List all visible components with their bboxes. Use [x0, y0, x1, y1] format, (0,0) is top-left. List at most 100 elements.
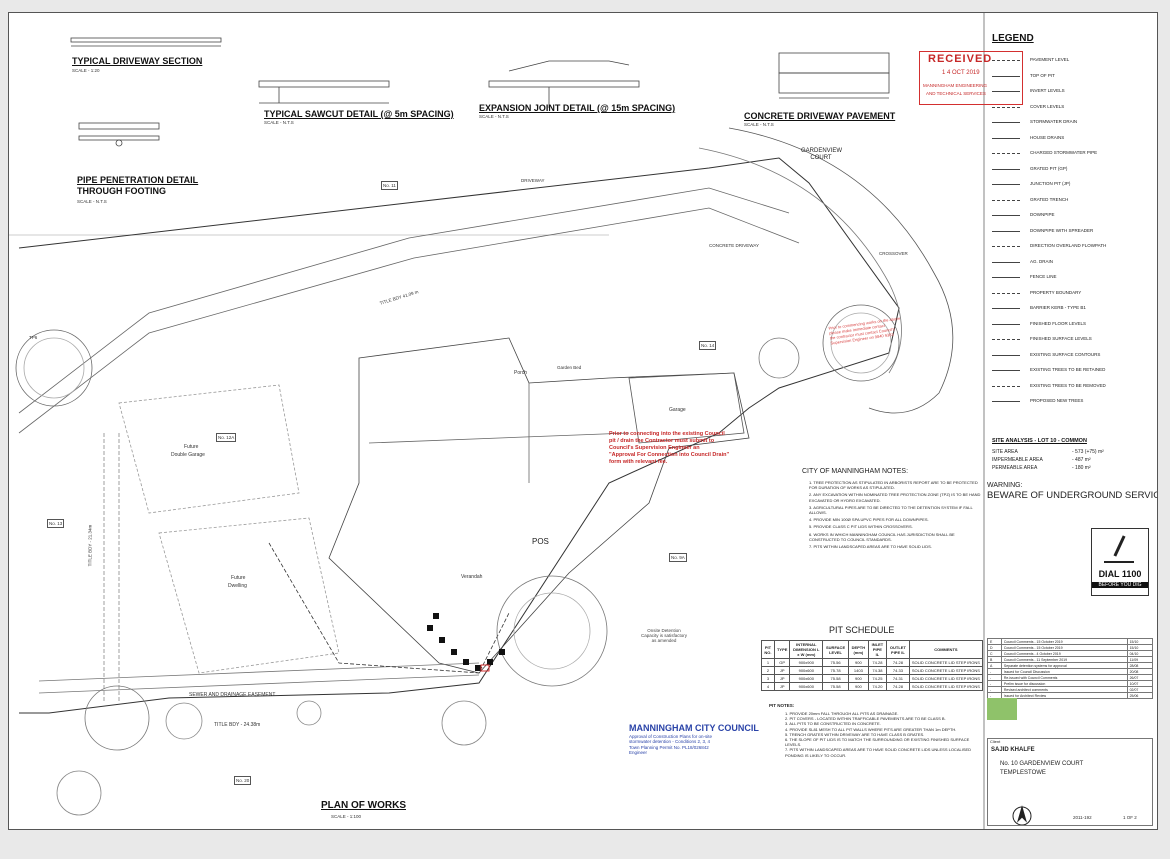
pit-cell: 900: [847, 658, 869, 667]
legend-item: AG. DRAIN: [992, 259, 1152, 275]
site-analysis-value: - 573 (+75) m²: [1072, 449, 1104, 455]
legend-symbol-icon: [992, 401, 1020, 402]
manningham-note: 5. PROVIDE CLASS C PIT LIDS WITHIN CROSS…: [809, 524, 913, 530]
red-note-line-2: pit / drain the Contractor must submit t…: [609, 437, 715, 444]
pipe-pen-title-1: PIPE PENETRATION DETAIL: [77, 175, 199, 185]
future-dwelling-label-2: Dwelling: [228, 583, 247, 589]
pit-cell: 74.28: [886, 682, 910, 691]
legend-symbol-icon: [992, 230, 1020, 232]
legend-label: INVERT LEVELS: [1030, 88, 1065, 93]
legend-label: AG. DRAIN: [1030, 258, 1054, 264]
driveway-label: DRIVEWAY: [521, 178, 545, 183]
pit-header-cell: OUTLET PIPE IL: [886, 640, 910, 659]
porch-label: Porch: [514, 370, 528, 376]
legend-symbol-icon: [992, 385, 1020, 387]
legend-item: TOP OF PIT: [992, 73, 1152, 89]
legend-item: BARRIER KERB - TYPE B1: [992, 305, 1152, 321]
red-note-line-1: Prior to connecting into the existing Co…: [609, 431, 725, 437]
address-line-1: No. 10 GARDENVIEW COURT: [1000, 761, 1084, 767]
pit-cell: 900x900: [789, 658, 824, 667]
legend-label: EXISTING SURFACE CONTOURS: [1030, 351, 1101, 357]
legend-symbol-icon: [992, 60, 1020, 61]
legend-symbol-icon: [992, 122, 1020, 123]
legend-symbol-icon: [992, 106, 1020, 108]
legend-symbol-icon: [992, 75, 1020, 77]
address-line-2: TEMPLESTOWE: [1000, 770, 1046, 776]
approval-line-2: Approval of Construction Plans for on-si…: [629, 733, 713, 739]
pit-notes-list: 1. PROVIDE 20mm FALL THROUGH ALL PITS AS…: [785, 711, 981, 758]
site-analysis-key: IMPERMEABLE AREA: [992, 457, 1043, 463]
legend-item: DOWNPIPE: [992, 212, 1152, 228]
legend-symbol-icon: [992, 277, 1020, 278]
pit-cell: SOLID CONCRETE LID STEP IRONS: [908, 666, 984, 675]
pit-cell: JP: [773, 682, 791, 691]
warning-label: WARNING:: [987, 482, 1023, 489]
legend-item: PROPOSED NEW TREES: [992, 398, 1152, 414]
pavement-scale: SCALE - N.T.S: [744, 122, 774, 127]
legend-label: EXISTING TREES TO BE RETAINED: [1030, 367, 1106, 372]
verandah-label: Verandah: [461, 574, 483, 580]
expansion-joint-title: EXPANSION JOINT DETAIL (@ 15m SPACING): [479, 103, 676, 113]
pit-header-cell: INLET PIPE IL: [867, 640, 888, 659]
legend-label: HOUSE DRAINS: [1030, 134, 1065, 140]
sheet-number: 1 OF 2: [1123, 815, 1137, 820]
pit-cell: GP: [773, 658, 791, 667]
legend-item: GRATED PIT (GP): [992, 166, 1152, 182]
red-connection-note: Prior to connecting into the existing Co…: [609, 431, 779, 465]
legend-item: COVER LEVELS: [992, 104, 1152, 120]
pos-label: POS: [532, 537, 549, 546]
gardenview-court-label: GARDENVIEW COURT: [801, 148, 843, 161]
legend-label: DIRECTION OVERLAND FLOWPATH: [1030, 243, 1107, 248]
future-dwelling-label-1: Future: [231, 575, 246, 581]
received-word: RECEIVED: [928, 53, 993, 65]
pit-cell: 75.78: [822, 666, 849, 675]
pit-note: 5. TRENCH GRATES WITHIN DRIVEWAY ARE TO …: [785, 731, 925, 737]
beware-label: BEWARE OF UNDERGROUND SERVICES: [987, 490, 1158, 501]
dial-icon-graphic: [1104, 535, 1134, 563]
legend-label: BARRIER KERB - TYPE B1: [1030, 305, 1086, 310]
detention-line-2: Capacity is satisfactory: [640, 633, 687, 638]
red-note-line-5: form with relevant fee.: [609, 458, 668, 465]
legend-label: FENCE LINE: [1030, 274, 1057, 279]
garden-bed-label: Garden Bed: [557, 365, 582, 370]
plan-of-works-title: PLAN OF WORKS: [321, 800, 406, 811]
legend-symbol-icon: [992, 261, 1020, 263]
legend-label: PROPOSED NEW TREES: [1030, 398, 1084, 403]
revision-cell: Issued for Architect Review: [1000, 692, 1128, 699]
legend-item: PROPERTY BOUNDARY: [992, 290, 1152, 306]
legend-label: DOWNPIPE: [1030, 212, 1055, 217]
future-garage-label-1: Future: [184, 444, 199, 450]
pit-cell: 900x600: [789, 666, 824, 675]
pit-notes-title: PIT NOTES:: [769, 703, 795, 708]
lot-no-9a: No. 9A: [669, 553, 687, 563]
legend-label: EXISTING TREES TO BE REMOVED: [1030, 382, 1106, 388]
received-date: 1 4 OCT 2019: [942, 70, 980, 76]
pipe-pen-title-2: THROUGH FOOTING: [77, 186, 166, 196]
legend-item: DIRECTION OVERLAND FLOWPATH: [992, 243, 1152, 259]
manningham-notes-list: 1. TREE PROTECTION AS STIPULATED IN ARBO…: [809, 480, 981, 551]
pit-header-cell: PIT NO.: [761, 640, 775, 659]
lot-no-20: No. 20: [234, 776, 252, 786]
legend-label: FINISHED SURFACE LEVELS: [1030, 336, 1092, 341]
garage-label: Garage: [669, 407, 686, 413]
legend-label: TOP OF PIT: [1030, 72, 1055, 78]
legend-symbol-icon: [992, 308, 1020, 309]
pit-cell: 2: [761, 666, 775, 675]
legend-symbol-icon: [992, 215, 1020, 216]
detention-note: Onsite Detention Capacity is satisfactor…: [629, 628, 699, 643]
legend-item: FENCE LINE: [992, 274, 1152, 290]
pit-cell: 74.28: [886, 658, 910, 667]
legend-label: COVER LEVELS: [1030, 103, 1065, 109]
received-org-1: MANNINGHAM ENGINEERING: [923, 83, 988, 88]
client-label: Client: [990, 739, 1001, 744]
legend-symbol-icon: [992, 246, 1020, 247]
legend-title: LEGEND: [992, 33, 1034, 44]
lot-no-11: No. 11: [381, 181, 398, 191]
legend-label: GRATED PIT (GP): [1030, 165, 1068, 171]
sewer-easement-label: SEWER AND DRAINAGE EASEMENT: [189, 692, 276, 698]
